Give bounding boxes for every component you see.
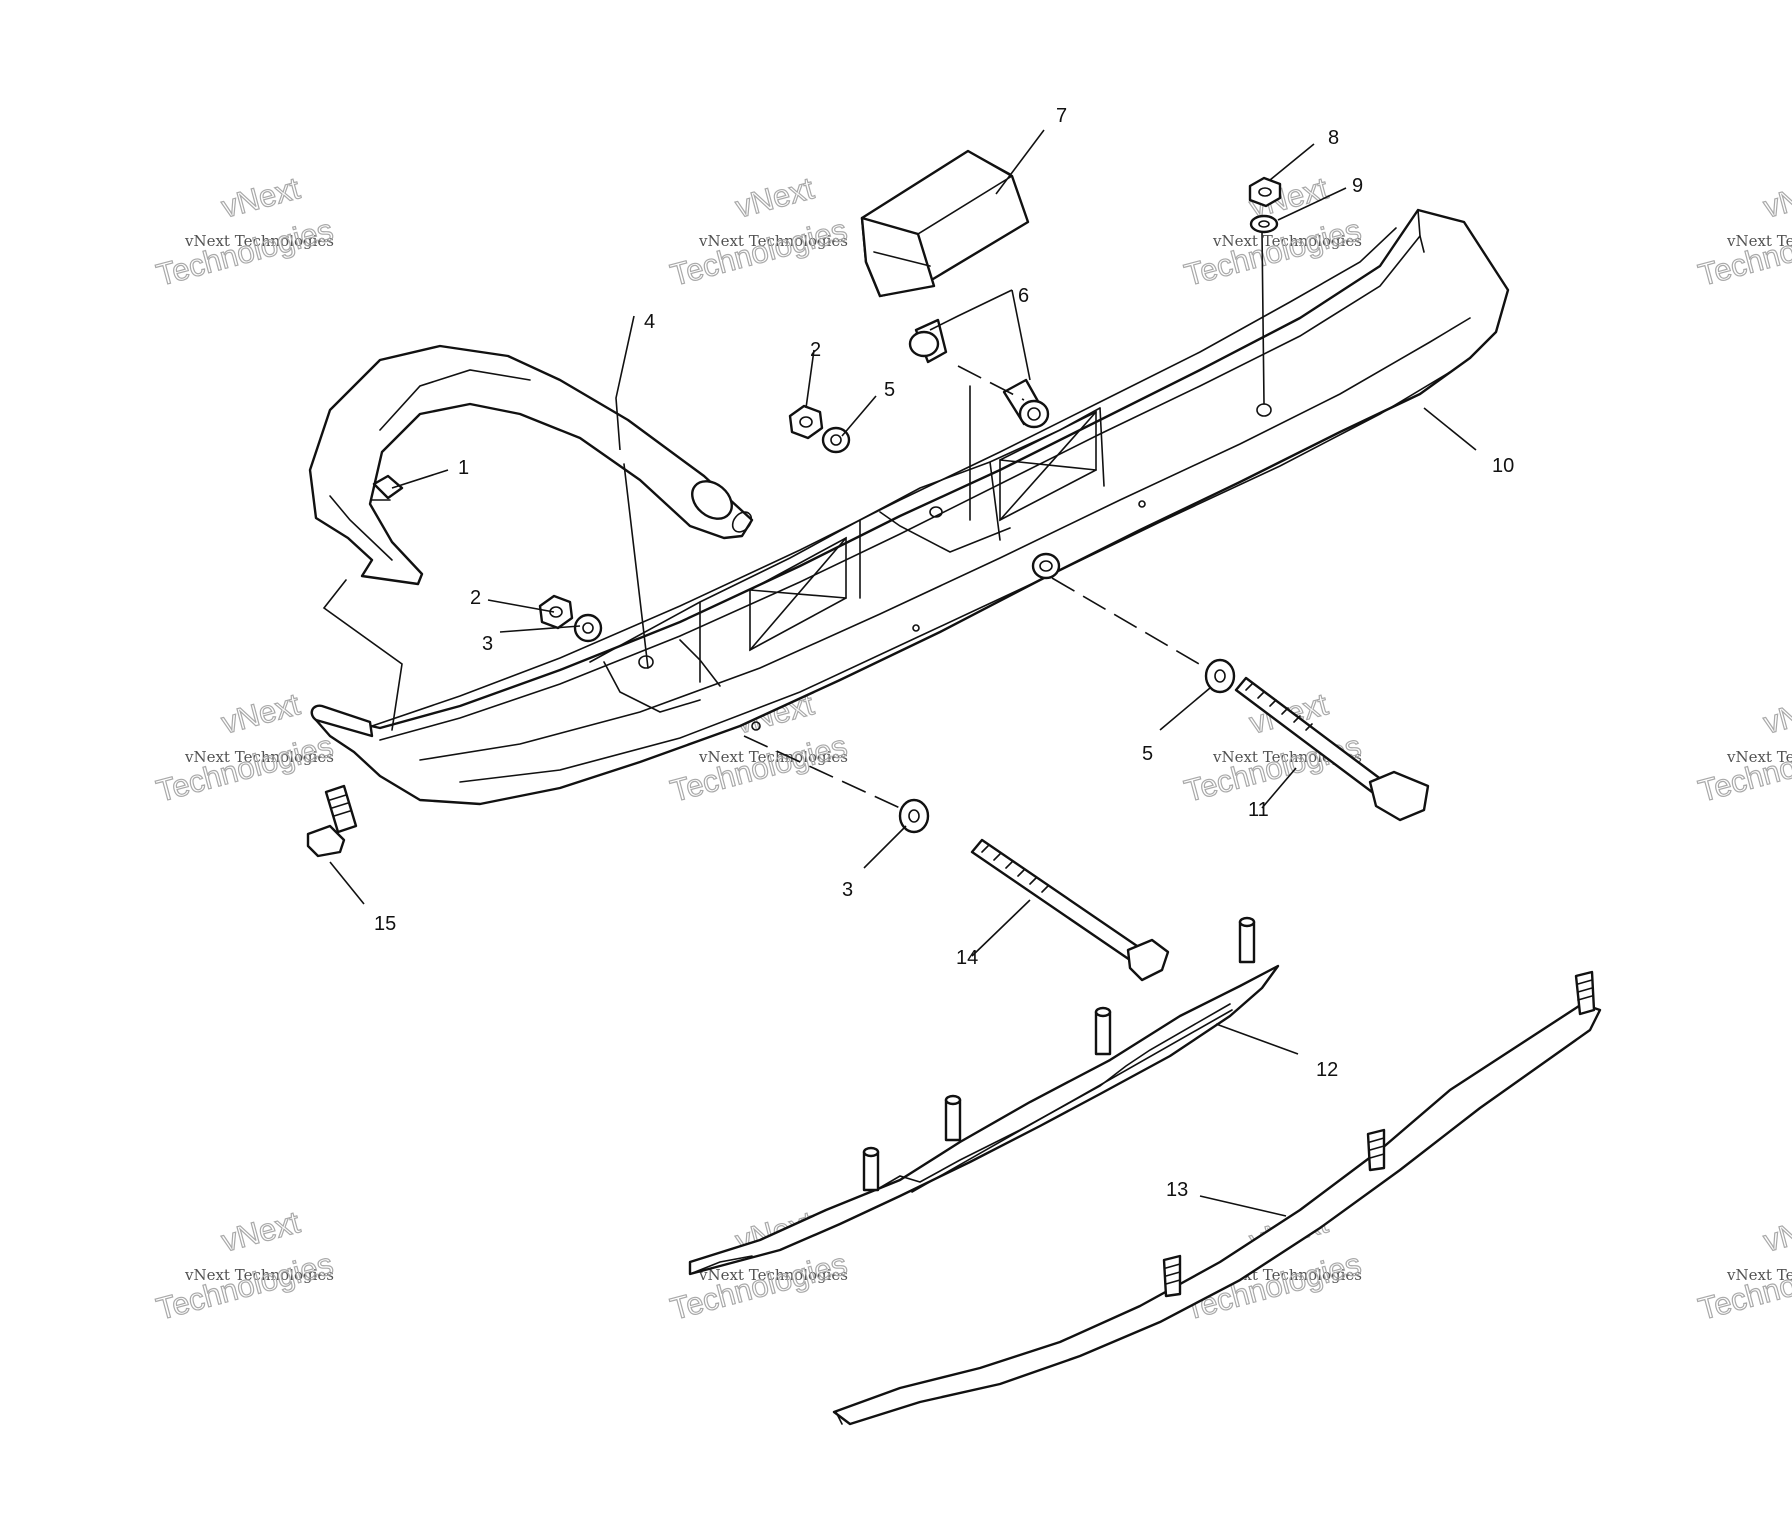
part-3-washer-upper: [573, 613, 603, 643]
part-15-stud: [306, 784, 358, 858]
watermark-line: vNext Technologies: [1726, 1266, 1792, 1284]
watermark-brand: vNext: [218, 1204, 304, 1258]
watermark-brand: vNext: [732, 170, 818, 224]
watermark-line: vNext Technologies: [698, 748, 848, 766]
callout-14: 14: [956, 947, 978, 969]
callout-6: 6: [1018, 285, 1029, 307]
part-3-washer-lower: [898, 798, 930, 834]
watermark-big: Technologies: [1695, 728, 1792, 809]
watermark-big: Technologies: [153, 1246, 337, 1327]
watermark-brand: vNext: [1760, 686, 1792, 740]
part-5-washer-lower: [1204, 658, 1236, 694]
watermark-line: vNext Technologies: [184, 748, 334, 766]
callout-12: 12: [1316, 1059, 1338, 1081]
part-13-wear-bar: [832, 970, 1602, 1426]
watermark-line: vNext Technologies: [698, 232, 848, 250]
watermark-big: Technologies: [667, 212, 851, 293]
callout-15: 15: [374, 913, 396, 935]
watermark-brand: vNext: [1760, 170, 1792, 224]
callout-1: 1: [458, 457, 469, 479]
part-7-block: [860, 149, 1030, 298]
callout-13: 13: [1166, 1179, 1188, 1201]
part-2-nut-upper: [788, 404, 824, 440]
watermark-brand: vNext: [218, 170, 304, 224]
callout-2-lower: 2: [470, 587, 481, 609]
callout-3-lower: 3: [842, 879, 853, 901]
part-9-washer: [1249, 214, 1279, 234]
watermark: vNext vNext Technologies Technologies: [152, 170, 337, 294]
part-6-bushing-upper: [908, 318, 948, 364]
part-4-ski-loop: [308, 344, 754, 586]
callout-7: 7: [1056, 105, 1067, 127]
watermark: vNext vNext Technologies Technologies: [1694, 170, 1792, 294]
part-6-bushing-lower: [1002, 378, 1050, 429]
watermark: vNext vNext Technologies Technologies: [666, 170, 851, 294]
watermark: vNext vNext Technologies Technologies: [1694, 686, 1792, 810]
watermark-line: vNext Technologies: [184, 232, 334, 250]
watermark-big: Technologies: [1695, 212, 1792, 293]
part-12-skag: [688, 916, 1280, 1276]
watermark-big: Technologies: [153, 212, 337, 293]
part-2-nut-lower: [538, 594, 574, 630]
watermark: vNext vNext Technologies Technologies: [1694, 1204, 1792, 1328]
watermark-big: Technologies: [1695, 1246, 1792, 1327]
watermark: vNext vNext Technologies Technologies: [152, 1204, 337, 1328]
callout-8: 8: [1328, 127, 1339, 149]
watermark-line: vNext Technologies: [1212, 232, 1362, 250]
callout-10: 10: [1492, 455, 1514, 477]
part-11-bolt: [1234, 676, 1430, 822]
part-1-clip: [371, 474, 404, 501]
watermark-line: vNext Technologies: [1726, 232, 1792, 250]
part-14-bolt: [970, 838, 1170, 982]
callout-5-upper: 5: [884, 379, 895, 401]
watermark-brand: vNext: [1760, 1204, 1792, 1258]
part-8-nut: [1248, 176, 1282, 208]
watermark-brand: vNext: [218, 686, 304, 740]
callout-4: 4: [644, 311, 655, 333]
watermark-big: Technologies: [667, 1246, 851, 1327]
callout-11: 11: [1248, 799, 1269, 821]
watermark-big: Technologies: [153, 728, 337, 809]
leader-lines: [329, 129, 1477, 1217]
watermark: vNext vNext Technologies Technologies: [1180, 1204, 1365, 1328]
alignment-lines: [322, 231, 1265, 809]
ski-hole: [1031, 552, 1061, 580]
callout-3-upper: 3: [482, 633, 493, 655]
watermark-line: vNext Technologies: [184, 1266, 334, 1284]
callout-9: 9: [1352, 175, 1363, 197]
watermark: vNext vNext Technologies Technologies: [152, 686, 337, 810]
watermark-line: vNext Technologies: [698, 1266, 848, 1284]
callout-2-upper: 2: [810, 339, 821, 361]
part-5-washer-upper: [821, 426, 851, 454]
callout-5-lower: 5: [1142, 743, 1153, 765]
callout-numbers: 1 2 2 3 3 4 5 5 6 7 8 9 10 11 12 13 14 1…: [374, 105, 1514, 1201]
part-10-ski: [310, 208, 1510, 806]
watermark-line: vNext Technologies: [1726, 748, 1792, 766]
